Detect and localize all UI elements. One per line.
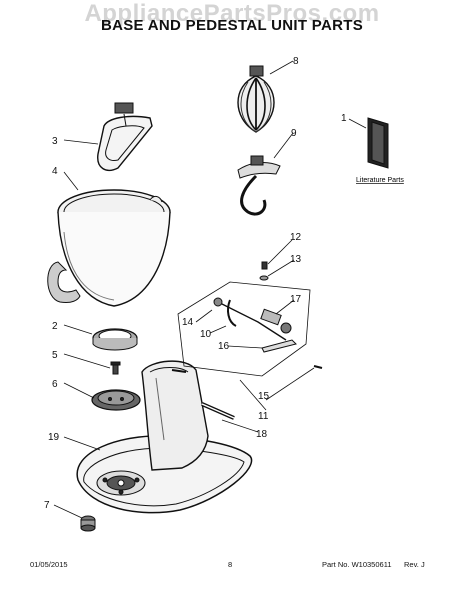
- callout-8: 8: [293, 56, 299, 67]
- leader-lines: [53, 60, 367, 519]
- mixing-bowl: [47, 189, 171, 307]
- watermark: AppliancePartsPros.com: [84, 0, 380, 27]
- callout-6: 6: [52, 379, 58, 390]
- callout-11: 11: [258, 411, 269, 422]
- dough-hook: [237, 155, 281, 216]
- literature-parts-label: Literature Parts: [356, 177, 404, 184]
- callout-5: 5: [52, 350, 58, 361]
- screw-part-5: [110, 361, 121, 375]
- literature-booklet: [367, 117, 389, 169]
- callout-3: 3: [52, 136, 58, 147]
- callout-7: 7: [44, 500, 50, 511]
- callout-14: 14: [182, 317, 194, 328]
- callout-numbers: 8 1 9 3 4 12 13 17 14 2 10 16 5 6 15 11 …: [44, 56, 347, 511]
- clamp-ring: [92, 328, 138, 351]
- callout-13: 13: [290, 254, 302, 265]
- parts-diagram: 8 1 9 3 4 12 13 17 14 2 10 16 5 6 15 11 …: [44, 56, 404, 532]
- callout-9: 9: [291, 128, 297, 139]
- callout-2: 2: [52, 321, 58, 332]
- callout-18: 18: [256, 429, 268, 440]
- hinge-pin: [201, 402, 235, 420]
- callout-16: 16: [218, 341, 230, 352]
- footer-part-number: Part No. W10350611: [322, 560, 392, 569]
- callout-4: 4: [52, 166, 58, 177]
- footer-page: 8: [228, 560, 233, 569]
- clamp-plate: [91, 389, 141, 411]
- flat-beater: [97, 102, 153, 172]
- callout-15: 15: [258, 391, 270, 402]
- callout-17: 17: [290, 294, 302, 305]
- base-pedestal: [76, 360, 253, 514]
- callout-19: 19: [48, 432, 60, 443]
- callout-10: 10: [200, 329, 212, 340]
- callout-1: 1: [341, 113, 347, 124]
- footer-revision: Rev. J: [404, 560, 425, 569]
- rubber-foot: [80, 515, 96, 532]
- hinge-assembly-box: [177, 261, 323, 377]
- footer-date: 01/05/2015: [30, 560, 68, 569]
- page-title: BASE AND PEDESTAL UNIT PARTS: [100, 17, 364, 34]
- callout-12: 12: [290, 232, 302, 243]
- wire-whip: [237, 65, 275, 133]
